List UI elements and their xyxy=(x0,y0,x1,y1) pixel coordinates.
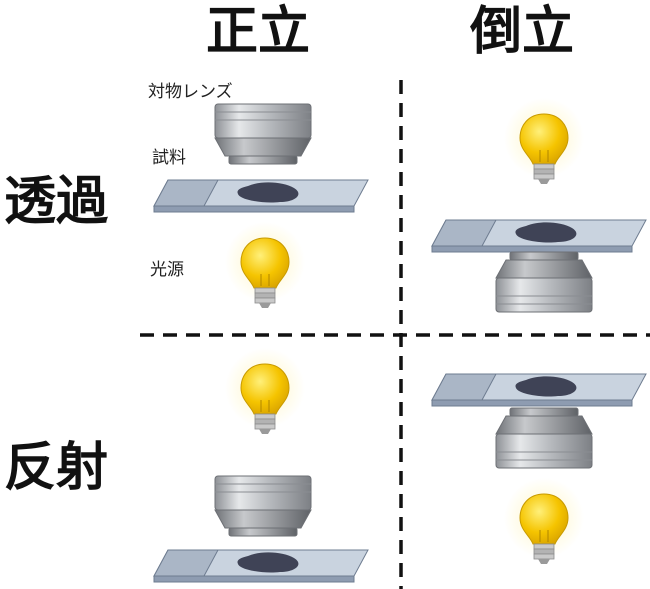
row-heading-transmitted: 透過 xyxy=(4,172,109,232)
slide-inverted-transmitted xyxy=(431,219,647,253)
column-heading-upright: 正立 xyxy=(206,2,311,62)
bulb-upright-transmitted xyxy=(224,221,306,309)
label-sample: 試料 xyxy=(152,148,186,168)
objective-lens-upright-transmitted xyxy=(214,103,312,165)
column-heading-inverted: 倒立 xyxy=(470,2,575,62)
bulb-upright-reflected xyxy=(224,347,306,435)
objective-lens-inverted-transmitted xyxy=(495,251,593,313)
objective-lens-inverted-reflected xyxy=(495,407,593,469)
slide-upright-reflected xyxy=(153,549,369,583)
row-heading-reflected: 反射 xyxy=(4,438,109,498)
objective-lens-upright-reflected xyxy=(214,475,312,537)
slide-upright-transmitted xyxy=(153,179,369,213)
label-objective: 対物レンズ xyxy=(148,82,233,102)
label-light-source: 光源 xyxy=(150,260,184,280)
slide-inverted-reflected xyxy=(431,373,647,407)
bulb-inverted-transmitted xyxy=(503,97,585,185)
bulb-inverted-reflected xyxy=(503,477,585,565)
